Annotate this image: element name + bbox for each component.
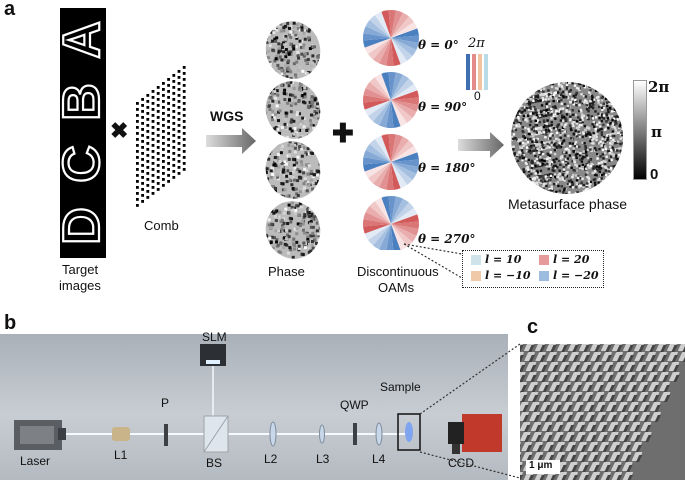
colorbar-bottom: 0: [650, 166, 658, 183]
legend-label-l20: l = 20: [553, 253, 589, 266]
sem-image: 1 μm: [520, 344, 685, 480]
colorbar-mid: π: [651, 123, 662, 141]
wgs-arrow: [206, 128, 256, 154]
label-sample: Sample: [380, 380, 421, 394]
theta-180: θ = 180°: [418, 161, 475, 175]
oam-discs: [356, 10, 426, 250]
small-colorbar-top: 2π: [468, 36, 485, 51]
legend-connector: [400, 240, 470, 280]
legend-swatch-l20: [539, 255, 549, 265]
label-l3: L3: [316, 452, 329, 466]
multiply-icon: ✖: [110, 118, 128, 144]
legend-label-lm10: l = −10: [485, 269, 531, 282]
legend-swatch-lm20: [539, 271, 549, 281]
panel-b-letter: b: [4, 312, 16, 335]
phase-label: Phase: [268, 264, 305, 279]
label-qwp: QWP: [340, 398, 369, 412]
label-slm: SLM: [202, 330, 227, 344]
theta-0: θ = 0°: [418, 38, 459, 52]
colorbar-top: 2π: [648, 78, 669, 96]
theta-90: θ = 90°: [418, 100, 467, 114]
legend-swatch-lm10: [471, 271, 481, 281]
metasurface-phase-disc: [509, 80, 625, 196]
comb-grid: [130, 60, 192, 210]
target-label-line1: Target: [62, 262, 98, 277]
legend-label-lm20: l = −20: [553, 269, 599, 282]
metasurface-arrow: [458, 132, 504, 158]
zoom-connector: [418, 336, 522, 480]
oam-legend: l = 10 l = 20 l = −10 l = −20: [462, 250, 604, 288]
legend-label-l10: l = 10: [485, 253, 521, 266]
metasurface-label: Metasurface phase: [508, 196, 627, 212]
target-letter-c: C: [60, 145, 106, 183]
label-bs: BS: [206, 456, 222, 470]
panel-c-letter: c: [527, 316, 538, 339]
label-l1: L1: [114, 448, 127, 462]
target-label-line2: images: [59, 278, 101, 293]
plus-icon: ✚: [332, 118, 354, 149]
legend-swatch-l10: [471, 255, 481, 265]
wgs-label: WGS: [210, 108, 243, 124]
target-letter-a: A: [60, 21, 106, 59]
label-l4: L4: [372, 452, 385, 466]
panel-a-letter: a: [4, 0, 15, 21]
target-letter-b: B: [60, 83, 106, 121]
label-l2: L2: [264, 452, 277, 466]
label-p: P: [161, 396, 169, 410]
target-letter-d: D: [60, 207, 106, 245]
laser-device: [14, 420, 66, 450]
oam-label-line2: OAMs: [378, 280, 414, 295]
target-image-strip: A B C D: [60, 8, 106, 258]
metasurface-colorbar: [633, 80, 647, 180]
comb-label: Comb: [144, 218, 179, 233]
small-colorbar: [466, 54, 492, 90]
small-colorbar-bottom: 0: [474, 89, 481, 103]
phase-stack: [258, 20, 328, 260]
label-laser: Laser: [20, 454, 50, 468]
scale-bar-label: 1 μm: [529, 460, 552, 471]
